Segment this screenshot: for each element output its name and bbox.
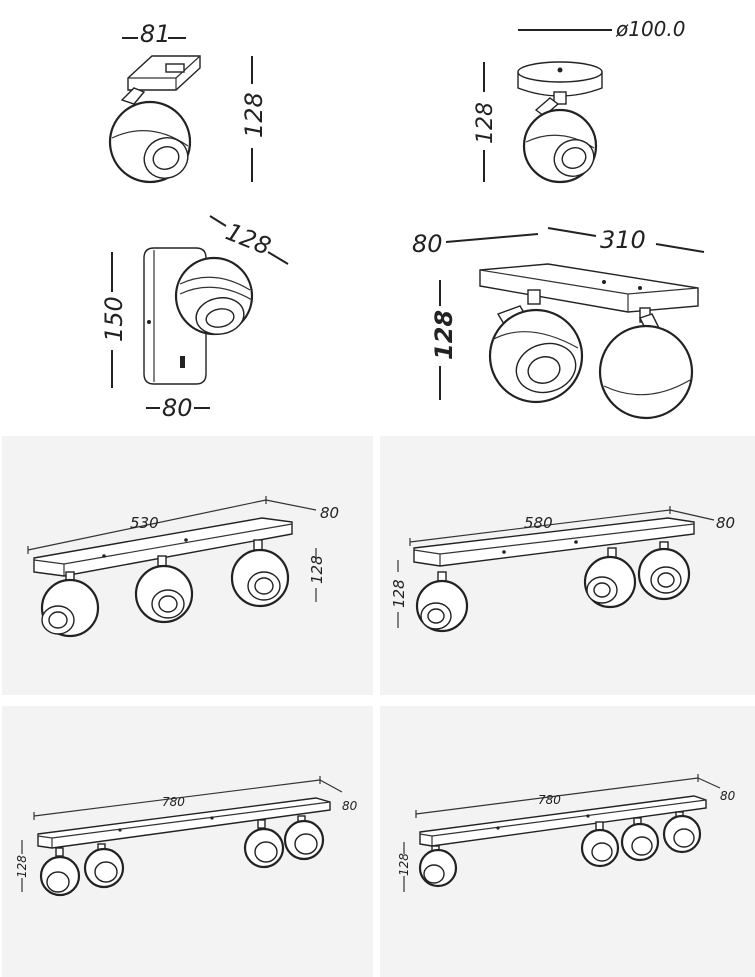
spot-head-2 bbox=[598, 324, 694, 420]
lens-2 bbox=[94, 861, 118, 883]
track-spot-drawing: 81 128 bbox=[108, 20, 268, 184]
panel-quad-pairs: 780 80 128 bbox=[2, 706, 373, 977]
adapter-slot bbox=[165, 63, 185, 73]
plate-stem bbox=[553, 91, 567, 105]
stem-1 bbox=[527, 289, 541, 305]
lens bbox=[152, 146, 180, 170]
quad-pairs-drawing: 780 80 128 bbox=[15, 776, 358, 897]
width-label: 81 bbox=[140, 20, 171, 48]
depth-dim-line bbox=[669, 509, 715, 521]
depth-dim-line bbox=[319, 779, 343, 793]
triple-even-drawing: 530 80 128 bbox=[27, 496, 339, 638]
panel-triple-grouped: 580 80 128 bbox=[380, 436, 755, 695]
depth-dim-right bbox=[267, 251, 289, 265]
length-dim-left bbox=[547, 227, 597, 237]
lens-2 bbox=[593, 582, 611, 598]
lens bbox=[205, 308, 235, 328]
lens-1 bbox=[527, 356, 561, 384]
height-label: 128 bbox=[15, 855, 29, 878]
ceiling-bar bbox=[37, 797, 331, 849]
plate-screw-dot bbox=[557, 67, 563, 73]
height-label: 128 bbox=[473, 102, 498, 144]
depth-label: 80 bbox=[320, 504, 339, 522]
lens-1 bbox=[423, 864, 445, 884]
length-dim-line bbox=[415, 777, 699, 815]
diameter-label: ø100.0 bbox=[615, 17, 686, 41]
length-dim-right bbox=[655, 243, 705, 253]
round-plate-drawing: ø100.0 128 bbox=[473, 17, 686, 184]
track-adapter bbox=[127, 55, 201, 91]
panel-triple-even: 530 80 128 bbox=[2, 436, 373, 695]
panel-double-spot: 80 310 128 bbox=[378, 210, 755, 432]
height-label: 128 bbox=[430, 310, 458, 360]
depth-dim-line bbox=[445, 233, 539, 243]
length-label: 580 bbox=[524, 514, 553, 532]
depth-dim-line bbox=[697, 777, 721, 789]
lens-1 bbox=[46, 871, 70, 893]
width-label: 80 bbox=[162, 394, 193, 422]
ceiling-bar bbox=[419, 795, 707, 847]
lens bbox=[561, 147, 587, 169]
depth-label: 80 bbox=[342, 799, 358, 813]
wall-spot-drawing: 128 150 80 bbox=[100, 215, 289, 422]
lens-3 bbox=[657, 572, 675, 588]
triple-grouped-drawing: 580 80 128 bbox=[390, 506, 735, 633]
depth-label: 80 bbox=[716, 514, 735, 532]
depth-label: 80 bbox=[412, 230, 443, 258]
depth-label: 80 bbox=[720, 789, 736, 803]
height-label: 128 bbox=[397, 853, 411, 876]
height-label: 128 bbox=[308, 555, 326, 584]
length-label: 530 bbox=[130, 514, 159, 532]
quad-grouped-drawing: 780 80 128 bbox=[397, 774, 736, 892]
lens-4 bbox=[673, 828, 695, 848]
lens-1 bbox=[48, 611, 68, 629]
length-label: 780 bbox=[538, 793, 561, 807]
height-label: 128 bbox=[390, 579, 408, 608]
depth-dim-left bbox=[209, 215, 227, 227]
lens-1 bbox=[427, 608, 445, 624]
swivel-joint bbox=[120, 87, 146, 105]
lens-2 bbox=[158, 595, 178, 613]
lens-3 bbox=[254, 841, 278, 863]
length-label: 310 bbox=[600, 226, 646, 254]
height-label: 150 bbox=[100, 296, 128, 342]
panel-round-plate-spot: ø100.0 128 bbox=[378, 0, 755, 210]
panel-quad-grouped: 780 80 128 bbox=[380, 706, 755, 977]
length-dim-line bbox=[27, 499, 267, 551]
lens-3 bbox=[631, 836, 653, 856]
wall-switch bbox=[180, 356, 185, 368]
ceiling-bar bbox=[413, 517, 695, 567]
depth-dim-line bbox=[265, 499, 317, 511]
length-dim-line bbox=[409, 509, 671, 543]
lens-4 bbox=[294, 833, 318, 855]
double-spot-drawing: 80 310 128 bbox=[412, 226, 705, 420]
panel-wall-spot: 128 150 80 bbox=[0, 210, 377, 432]
lens-3 bbox=[254, 577, 274, 595]
panel-track-spot: 81 128 bbox=[0, 0, 377, 210]
length-label: 780 bbox=[162, 795, 185, 809]
height-label: 128 bbox=[240, 92, 268, 138]
depth-label: 128 bbox=[222, 218, 275, 261]
lens-2 bbox=[591, 842, 613, 862]
plate-screw-dot bbox=[147, 320, 151, 324]
length-dim-line bbox=[33, 779, 321, 817]
